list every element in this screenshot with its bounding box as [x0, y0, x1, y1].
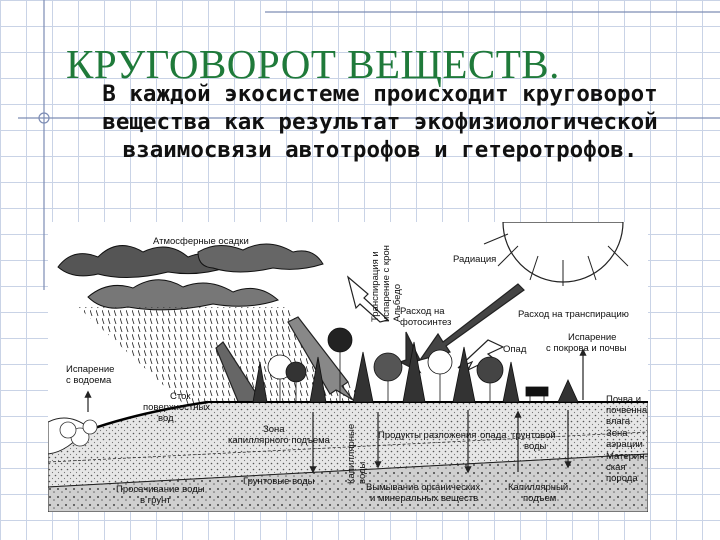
label-albedo: Альбедо — [392, 284, 403, 322]
label-radiation: Радиация — [453, 254, 496, 265]
label-precipitation: Атмосферные осадки — [153, 236, 249, 247]
label-capillary-zone-1: Зона — [263, 424, 285, 435]
label-litter-2: опада — [480, 430, 507, 441]
label-capillary-zone-2: капиллярного подъема — [228, 435, 331, 446]
label-evaporation-water-2: с водоема — [66, 375, 112, 386]
label-evaporation-soil-1: Испарение — [568, 332, 616, 343]
label-transpiration-1: Транспирация и — [370, 251, 381, 322]
label-evaporation-soil-2: с покрова и почвы — [546, 343, 627, 354]
label-aeration-1: Зона — [606, 428, 628, 439]
rain-clouds — [57, 243, 324, 311]
label-decay-products: Продукты разложения — [378, 430, 476, 441]
label-evaporation-water-1: Испарение — [66, 364, 114, 375]
label-capillary-rise-2: подъем — [523, 493, 556, 504]
label-transpiration-use: Расход на транспирацию — [518, 309, 629, 320]
page-title: КРУГОВОРОТ ВЕЩЕСТВ. — [66, 41, 560, 87]
label-parent-rock-3: порода — [606, 473, 638, 484]
label-ground-waters: Грунтовые воды — [243, 476, 315, 487]
rock-layer — [48, 453, 648, 512]
label-capillary-water-2: воды — [357, 461, 368, 484]
label-parent-rock-2: ская — [606, 462, 626, 473]
label-litter: Опад — [503, 344, 527, 355]
water-cycle-diagram: Атмосферные осадки Транспирация и испаре… — [48, 222, 648, 512]
label-aeration-2: аэрации — [606, 439, 643, 450]
steam-puffs — [59, 419, 98, 447]
moose-icon — [525, 386, 549, 397]
label-soil-2: почвенная — [606, 405, 648, 416]
label-seepage-2: в грунт — [140, 495, 171, 506]
label-soil-3: влага — [606, 416, 631, 427]
label-photosynthesis-2: фотосинтез — [400, 317, 451, 328]
soil-arrows — [84, 348, 587, 474]
label-photosynthesis-1: Расход на — [400, 306, 445, 317]
label-runoff-3: вод — [158, 413, 174, 424]
label-parent-rock-1: Материн- — [606, 451, 648, 462]
label-runoff-2: поверхностных — [143, 402, 210, 413]
label-capillary-rise-1: Капиллярный — [508, 482, 568, 493]
forest — [252, 327, 579, 403]
label-ground-water-1: грунтовой — [512, 430, 556, 441]
label-leaching-2: и минеральных веществ — [370, 493, 478, 504]
label-transpiration-2: испарение с крон — [381, 245, 392, 322]
label-soil-1: Почва и — [606, 394, 641, 405]
label-runoff-1: Сток — [170, 391, 191, 402]
label-seepage-1: Просачивание воды — [116, 484, 205, 495]
sun-icon — [483, 222, 629, 286]
diagram-labels: Атмосферные осадки Транспирация и испаре… — [66, 236, 648, 506]
page-subtitle: В каждой экосистеме происходит круговоро… — [102, 81, 658, 163]
label-leaching-1: Вымывание органических — [366, 482, 480, 493]
label-capillary-water-1: Капиллярные — [346, 424, 357, 484]
label-ground-water-2: воды — [524, 441, 547, 452]
